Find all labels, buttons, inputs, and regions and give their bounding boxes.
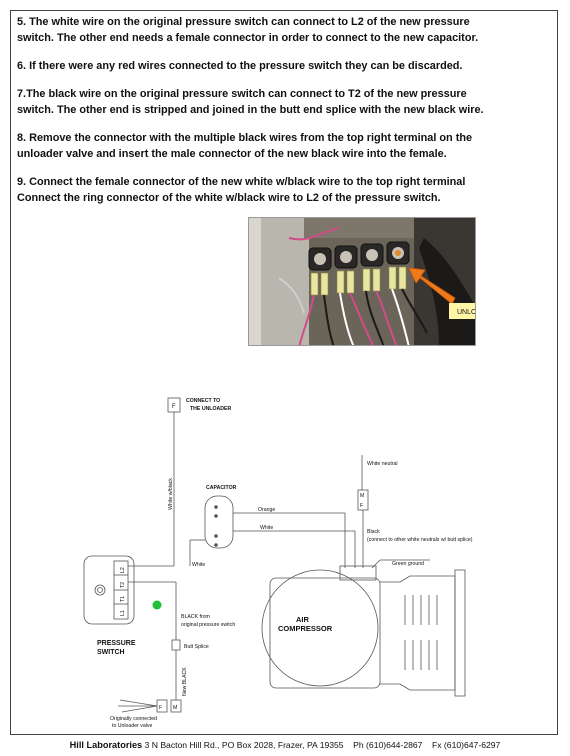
unloader-valve-photo-drawing [249,218,475,345]
footer: Hill Laboratories 3 N Bacton Hill Rd., P… [0,740,570,750]
footer-address: 3 N Bacton Hill Rd., PO Box 2028, Frazer… [142,740,344,750]
unloader-valve-callout: UNLOADER VALVE [453,307,475,318]
orange-arrow-icon [408,267,456,305]
instruction-steps: 5. The white wire on the original pressu… [17,14,547,218]
step-5: 5. The white wire on the original pressu… [17,16,479,44]
step-9: 9. Connect the female connector of the n… [17,176,466,204]
footer-company: Hill Laboratories [69,740,143,750]
step-8: 8. Remove the connector with the multipl… [17,132,473,160]
unloader-valve-photo: UNLOADER VALVE [248,217,476,346]
footer-fax: Fx (610)647-6297 [432,740,501,750]
footer-phone: Ph (610)644-2867 [353,740,423,750]
step-6: 6. If there were any red wires connected… [17,60,463,72]
step-7: 7.The black wire on the original pressur… [17,88,484,116]
